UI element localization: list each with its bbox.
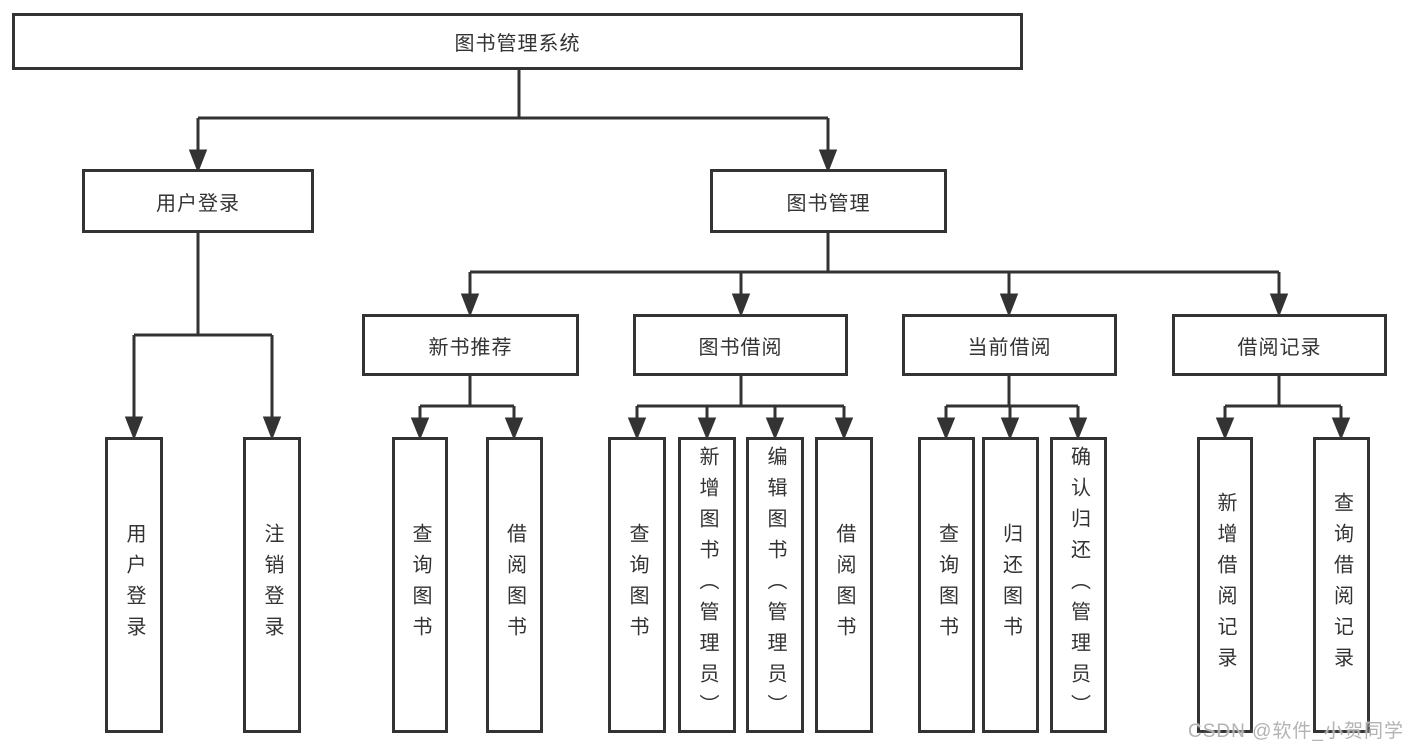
node-borrow-records: 借阅记录 <box>1172 314 1387 376</box>
node-borrow-add-books-admin: 新增图书（管理员） <box>678 437 736 733</box>
node-label: 用户登录 <box>156 192 240 215</box>
node-current-confirm-return-admin: 确认归还（管理员） <box>1050 437 1107 733</box>
node-recommend-borrow-books: 借阅图书 <box>486 437 543 733</box>
node-label: 用户登录 <box>123 523 145 647</box>
node-user-login-action: 用户登录 <box>105 437 163 733</box>
node-label: 编辑图书（管理员） <box>764 445 786 725</box>
node-label: 图书管理系统 <box>454 33 581 55</box>
node-label: 确认归还（管理员） <box>1067 445 1090 725</box>
csdn-watermark: CSDN @软件_小贺同学 <box>1188 721 1404 742</box>
arrowhead-borrow-records <box>1269 293 1289 318</box>
arrowhead-user-login-action <box>124 416 144 441</box>
node-label: 当前借阅 <box>967 336 1052 359</box>
connector-book-borrow-to-children <box>627 376 854 440</box>
connector-user-login-to-children <box>124 233 282 441</box>
arrowhead-book-borrow <box>731 293 751 318</box>
node-borrow-borrow-books: 借阅图书 <box>815 437 873 733</box>
node-label: 借阅图书 <box>503 523 526 647</box>
connector-new-book-recommend-to-children <box>410 376 524 440</box>
connector-book-management-to-level3 <box>460 233 1289 318</box>
connector-current-borrow-to-children <box>936 376 1088 440</box>
node-label: 借阅记录 <box>1237 336 1322 359</box>
node-label: 新增借阅记录 <box>1214 492 1236 678</box>
node-records-add-record: 新增借阅记录 <box>1197 437 1253 733</box>
node-current-borrow: 当前借阅 <box>902 314 1117 376</box>
arrowhead-book-management <box>818 149 838 174</box>
node-label: 注销登录 <box>261 523 283 647</box>
arrowhead-logout-action <box>262 416 282 441</box>
node-label: 查询借阅记录 <box>1330 492 1353 678</box>
node-user-login: 用户登录 <box>82 169 314 233</box>
node-records-query-record: 查询借阅记录 <box>1313 437 1370 733</box>
node-book-borrow: 图书借阅 <box>633 314 848 376</box>
node-label: 图书管理 <box>786 192 871 215</box>
node-label: 查询图书 <box>409 523 431 647</box>
node-borrow-query-books: 查询图书 <box>608 437 666 733</box>
connector-borrow-records-to-children <box>1215 376 1351 440</box>
node-book-management: 图书管理 <box>710 169 947 233</box>
node-logout-action: 注销登录 <box>243 437 301 733</box>
arrowhead-new-book-recommend <box>460 293 480 318</box>
node-label: 借阅图书 <box>833 523 855 647</box>
node-recommend-query-books: 查询图书 <box>392 437 448 733</box>
node-new-book-recommend: 新书推荐 <box>362 314 579 376</box>
node-current-query-books: 查询图书 <box>918 437 975 733</box>
node-label: 查询图书 <box>935 523 958 647</box>
connector-root-to-level2 <box>188 68 838 174</box>
arrowhead-user-login <box>188 149 208 174</box>
node-label: 归还图书 <box>999 523 1022 647</box>
node-label: 新增图书（管理员） <box>696 445 718 725</box>
node-label: 图书借阅 <box>698 336 783 359</box>
node-label: 查询图书 <box>626 523 648 647</box>
node-borrow-edit-books-admin: 编辑图书（管理员） <box>746 437 804 733</box>
node-label: 新书推荐 <box>428 336 513 359</box>
node-root-library-system: 图书管理系统 <box>12 13 1023 70</box>
arrowhead-current-borrow <box>999 293 1019 318</box>
node-current-return-books: 归还图书 <box>982 437 1039 733</box>
